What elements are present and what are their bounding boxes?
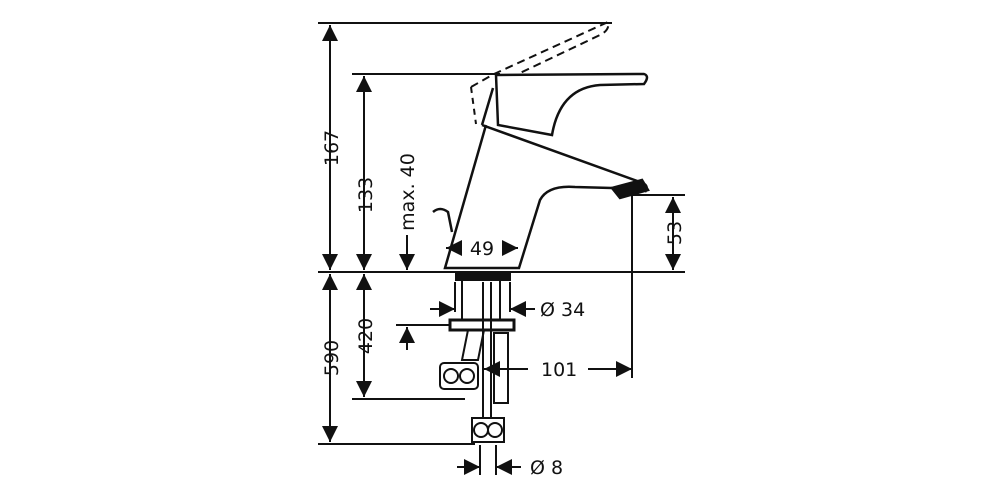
under-counter-assembly: [439, 271, 516, 443]
label-167: 167: [321, 130, 343, 166]
label-53: 53: [664, 221, 686, 245]
label-420: 420: [355, 318, 377, 354]
label-590: 590: [321, 340, 343, 376]
label-49: 49: [470, 238, 494, 260]
label-max40: max. 40: [397, 153, 419, 231]
label-dia8: Ø 8: [530, 457, 563, 479]
faucet-body: [432, 72, 650, 270]
label-133: 133: [355, 177, 377, 213]
label-101: 101: [541, 359, 577, 381]
label-dia34: Ø 34: [540, 299, 585, 321]
